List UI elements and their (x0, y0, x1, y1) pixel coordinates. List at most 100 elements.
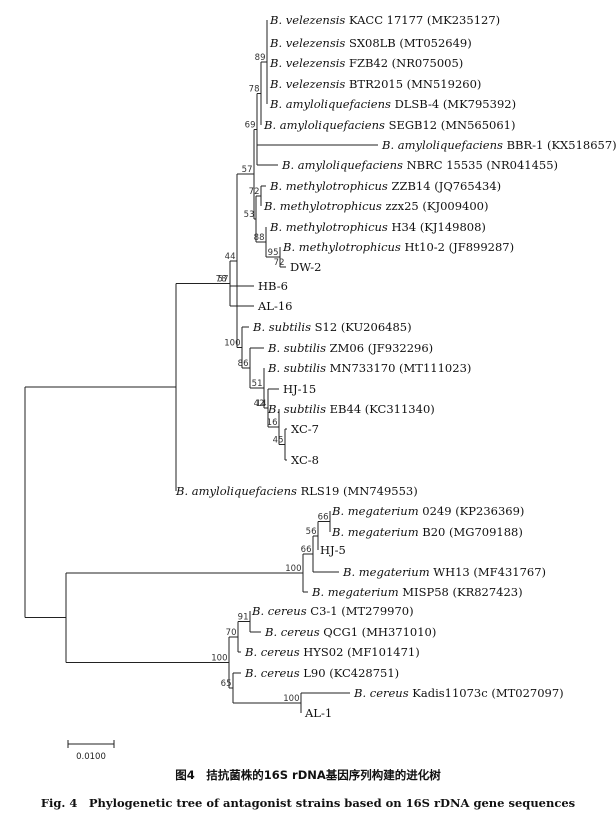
leaf-species: B. cereus (264, 625, 323, 639)
leaf-strain: ZZB14 (JQ765434) (392, 179, 502, 193)
leaf-strain: EB44 (KC311340) (330, 402, 435, 416)
bootstrap-value: 78 (249, 85, 260, 95)
leaf-strain: XC-7 (291, 422, 319, 436)
leaf-label: HJ-15 (283, 382, 316, 396)
leaf-label: XC-8 (291, 453, 319, 467)
leaf-strain: SX08LB (MT052649) (349, 36, 472, 50)
leaf-species: B. methylotrophicus (269, 179, 392, 193)
leaf-species: B. megaterium (311, 585, 402, 599)
leaf-species: B. amyloliquefaciens (269, 97, 395, 111)
leaf-strain: MISP58 (KR827423) (402, 585, 522, 599)
bootstrap-value: 66 (301, 545, 312, 555)
bootstrap-value: 53 (244, 210, 255, 220)
bootstrap-value: 78 (216, 274, 227, 284)
leaf-label: B. cereus Kadis11073c (MT027097) (353, 686, 564, 700)
bootstrap-value: 72 (249, 187, 260, 197)
leaf-strain: S12 (KU206485) (315, 320, 412, 334)
leaf-strain: DW-2 (290, 260, 321, 274)
leaf-species: B. subtilis (267, 361, 330, 375)
leaf-strain: BTR2015 (MN519260) (349, 77, 481, 91)
leaf-species: B. methylotrophicus (282, 240, 405, 254)
leaf-strain: MN733170 (MT111023) (330, 361, 472, 375)
leaf-label: B. amyloliquefaciens SEGB12 (MN565061) (263, 118, 515, 132)
leaf-species: B. velezensis (269, 36, 349, 50)
leaf-species: B. velezensis (269, 13, 349, 27)
bootstrap-value: 66 (318, 513, 329, 523)
leaf-label: B. cereus QCG1 (MH371010) (264, 625, 436, 639)
bootstrap-value: 72 (274, 258, 285, 268)
leaf-label: B. methylotrophicus H34 (KJ149808) (269, 220, 486, 234)
leaf-strain: L90 (KC428751) (303, 666, 399, 680)
leaf-strain: Ht10-2 (JF899287) (405, 240, 515, 254)
leaf-label: B. amyloliquefaciens RLS19 (MN749553) (175, 484, 418, 498)
leaf-species: B. subtilis (267, 402, 330, 416)
leaf-species: B. megaterium (331, 504, 422, 518)
leaf-label: DW-2 (290, 260, 321, 274)
bootstrap-value: 56 (306, 527, 317, 537)
leaf-label: B. velezensis BTR2015 (MN519260) (269, 77, 481, 91)
leaf-strain: 0249 (KP236369) (422, 504, 524, 518)
leaf-labels: B. velezensis KACC 17177 (MK235127)B. ve… (175, 13, 616, 720)
leaf-species: B. amyloliquefaciens (263, 118, 389, 132)
tree-branches (24, 20, 378, 713)
bootstrap-value: 16 (267, 418, 278, 428)
bootstrap-value: 95 (268, 248, 279, 258)
leaf-species: B. methylotrophicus (263, 199, 386, 213)
leaf-strain: HJ-15 (283, 382, 316, 396)
bootstrap-value: 89 (255, 53, 266, 63)
leaf-species: B. megaterium (331, 525, 422, 539)
leaf-label: AL-1 (304, 706, 332, 720)
leaf-strain: zzx25 (KJ009400) (386, 199, 489, 213)
leaf-strain: XC-8 (291, 453, 319, 467)
leaf-label: B. cereus C3-1 (MT279970) (251, 604, 414, 618)
leaf-species: B. amyloliquefaciens (175, 484, 301, 498)
leaf-strain: NBRC 15535 (NR041455) (407, 158, 558, 172)
leaf-strain: QCG1 (MH371010) (323, 625, 436, 639)
bootstrap-value: 57 (242, 165, 253, 175)
bootstrap-value: 44 (225, 252, 236, 262)
leaf-strain: RLS19 (MN749553) (301, 484, 418, 498)
bootstrap-value: 45 (273, 436, 284, 446)
leaf-label: B. velezensis KACC 17177 (MK235127) (269, 13, 500, 27)
leaf-species: B. cereus (251, 604, 310, 618)
leaf-species: B. velezensis (269, 77, 349, 91)
leaf-species: B. amyloliquefaciens (381, 138, 507, 152)
leaf-strain: B20 (MG709188) (422, 525, 523, 539)
leaf-label: B. methylotrophicus ZZB14 (JQ765434) (269, 179, 501, 193)
leaf-label: B. subtilis MN733170 (MT111023) (267, 361, 471, 375)
leaf-label: B. subtilis ZM06 (JF932296) (267, 341, 433, 355)
bootstrap-value: 100 (283, 694, 299, 704)
leaf-strain: BBR-1 (KX518657) (507, 138, 616, 152)
leaf-strain: C3-1 (MT279970) (310, 604, 413, 618)
leaf-label: B. velezensis SX08LB (MT052649) (269, 36, 472, 50)
bootstrap-value: 69 (245, 120, 256, 130)
bootstrap-value: 100 (224, 338, 240, 348)
leaf-label: B. cereus L90 (KC428751) (244, 666, 399, 680)
leaf-label: XC-7 (291, 422, 319, 436)
leaf-label: B. subtilis S12 (KU206485) (252, 320, 412, 334)
leaf-species: B. methylotrophicus (269, 220, 392, 234)
phylogenetic-tree: B. velezensis KACC 17177 (MK235127)B. ve… (24, 13, 616, 760)
leaf-strain: Kadis11073c (MT027097) (412, 686, 563, 700)
bootstrap-value: 70 (226, 628, 237, 638)
leaf-label: B. megaterium 0249 (KP236369) (331, 504, 524, 518)
leaf-label: B. velezensis FZB42 (NR075005) (269, 56, 463, 70)
bootstrap-value: 88 (254, 233, 265, 243)
leaf-label: B. megaterium WH13 (MF431767) (342, 565, 546, 579)
leaf-label: B. methylotrophicus Ht10-2 (JF899287) (282, 240, 514, 254)
leaf-strain: KACC 17177 (MK235127) (349, 13, 500, 27)
leaf-strain: HYS02 (MF101471) (303, 645, 419, 659)
leaf-strain: DLSB-4 (MK795392) (395, 97, 517, 111)
leaf-species: B. amyloliquefaciens (281, 158, 407, 172)
figure-caption-english: Fig. 4 Phylogenetic tree of antagonist s… (40, 796, 576, 810)
leaf-species: B. cereus (353, 686, 412, 700)
bootstrap-value: 100 (211, 653, 227, 663)
bootstrap-value: 42 (254, 399, 265, 409)
leaf-label: B. amyloliquefaciens NBRC 15535 (NR04145… (281, 158, 558, 172)
leaf-label: B. cereus HYS02 (MF101471) (244, 645, 420, 659)
leaf-strain: AL-1 (304, 706, 332, 720)
bootstrap-value: 91 (238, 613, 249, 623)
leaf-species: B. velezensis (269, 56, 349, 70)
scale-bar: 0.0100 (67, 740, 115, 760)
leaf-strain: FZB42 (NR075005) (349, 56, 463, 70)
